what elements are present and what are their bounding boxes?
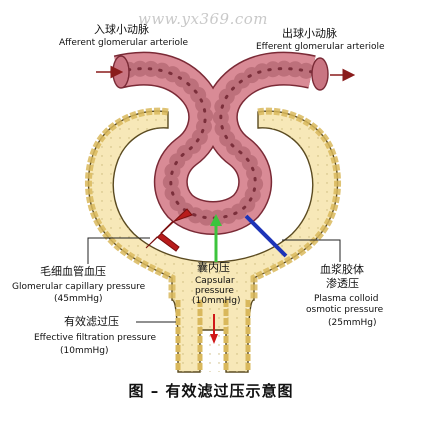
capillary-loop-lumen bbox=[114, 53, 316, 234]
capillary-loop-dots-2 bbox=[110, 60, 320, 226]
filtration-pressure-label-zh: 有效滤过压 bbox=[64, 315, 119, 328]
capillary-pressure-value: (45mmHg) bbox=[54, 294, 103, 304]
colloid-pressure-arrow bbox=[244, 214, 288, 258]
capsular-pressure-arrowhead bbox=[210, 214, 222, 226]
colloid-pressure-label-en-2: osmotic pressure bbox=[306, 305, 384, 315]
capillary-pressure-leader bbox=[87, 237, 150, 264]
capillary-pressure-arrow bbox=[145, 208, 193, 252]
capillary-pressure-label-zh: 毛细血管血压 bbox=[40, 265, 106, 278]
tubule-wall-right bbox=[223, 300, 251, 372]
watermark: www.yx369.com bbox=[138, 10, 268, 28]
afferent-label-en: Afferent glomerular arteriole bbox=[59, 38, 189, 48]
figure-caption: 图 – 有效滤过压示意图 bbox=[128, 382, 294, 400]
capsular-pressure-label-zh: 囊内压 bbox=[197, 261, 230, 274]
efferent-label-en: Efferent glomerular arteriole bbox=[256, 42, 385, 52]
capsular-pressure-label-en-1: Capsular bbox=[195, 276, 235, 286]
capillary-pressure-label-en: Glomerular capillary pressure bbox=[12, 282, 146, 292]
filtration-flow-arrowhead bbox=[210, 334, 218, 344]
capsule-epithelium bbox=[84, 107, 342, 300]
colloid-pressure-label-en-1: Plasma colloid bbox=[314, 294, 379, 304]
capsular-pressure-value: (10mmHg) bbox=[192, 296, 241, 306]
colloid-pressure-leader bbox=[282, 239, 341, 262]
colloid-pressure-label-zh-1: 血浆胶体 bbox=[320, 263, 364, 276]
tubule-wall-left bbox=[175, 300, 203, 372]
filtration-pressure-value: (10mmHg) bbox=[60, 346, 109, 356]
efferent-label-zh: 出球小动脉 bbox=[282, 27, 337, 40]
afferent-label-zh: 入球小动脉 bbox=[94, 23, 149, 36]
colloid-pressure-value: (25mmHg) bbox=[328, 318, 377, 328]
filtration-pressure-label-en: Effective filtration pressure bbox=[34, 333, 157, 343]
colloid-pressure-label-zh-2: 渗透压 bbox=[326, 277, 359, 290]
capsular-pressure-label-en-2: pressure bbox=[195, 286, 234, 296]
efferent-opening bbox=[311, 57, 329, 91]
capillary-loop-dots bbox=[116, 67, 314, 220]
